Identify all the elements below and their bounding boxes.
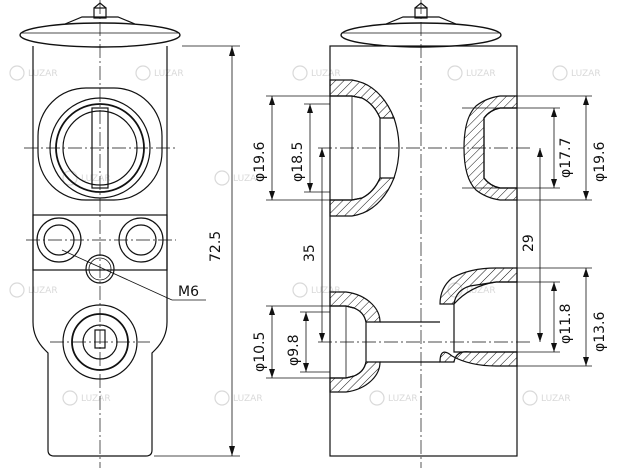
dim-spacing-right-arrow-bottom (537, 333, 543, 342)
svg-text:LUZAR: LUZAR (81, 394, 111, 404)
section-upper-left-port-wall-bottom (329, 177, 395, 217)
watermark-logo: LUZAR (9, 65, 58, 81)
dim-inlet-inner-arrow-top (307, 104, 313, 113)
svg-text:LUZAR: LUZAR (466, 286, 496, 296)
svg-text:LUZAR: LUZAR (154, 69, 184, 79)
dim-right-lower-outer-arrow-bottom (583, 357, 589, 366)
section-lower-left-port-wall-bottom (329, 361, 381, 393)
watermark-logo: LUZAR (522, 390, 571, 406)
svg-text:LUZAR: LUZAR (81, 174, 111, 184)
svg-text:LUZAR: LUZAR (571, 69, 601, 79)
dim-right-upper-inner-arrow-top (551, 108, 557, 117)
watermark-logo: LUZAR (214, 390, 263, 406)
dim-right-lower-outer-arrow-top (583, 268, 589, 277)
dim-spacing-left-arrow-top (319, 148, 325, 157)
watermark-logo: LUZAR (292, 282, 341, 298)
watermark-group: LUZAR LUZAR LUZAR LUZAR LUZAR LUZAR LUZA… (9, 65, 601, 406)
front-lower-port-pin (94, 329, 106, 349)
front-view: M6 72.5 (19, 0, 240, 468)
watermark-logo: LUZAR (292, 65, 341, 81)
section-lower-left-port-wall-top (329, 291, 381, 323)
dim-inlet-outer-arrow-bottom (269, 191, 275, 200)
section-lower-right-port-wall-top (439, 267, 518, 305)
front-m6-thread-hole (85, 254, 115, 284)
svg-text:LUZAR: LUZAR (311, 69, 341, 79)
section-upper-left-port-dome (393, 117, 400, 179)
dim-inlet-inner-arrow-bottom (307, 183, 313, 192)
front-m6-thread-inner (88, 257, 112, 281)
inlet-inner-dia-label: φ18.5 (290, 142, 306, 182)
section-upper-left-port-wall-top (329, 79, 395, 119)
svg-text:LUZAR: LUZAR (311, 286, 341, 296)
watermark-logo: LUZAR (552, 65, 601, 81)
dim-lower-left-inner-arrow-top (303, 312, 309, 321)
right-upper-inner-dia-label: φ17.7 (558, 138, 574, 178)
watermark-logo: LUZAR (214, 170, 263, 186)
svg-text:LUZAR: LUZAR (388, 394, 418, 404)
dim-right-lower-inner-arrow-bottom (551, 343, 557, 352)
section-body-outline (329, 45, 518, 457)
lower-left-outer-dia-label: φ10.5 (252, 332, 268, 372)
svg-text:LUZAR: LUZAR (233, 394, 263, 404)
svg-text:LUZAR: LUZAR (541, 394, 571, 404)
watermark-logo: LUZAR (62, 390, 111, 406)
dim-right-upper-inner-arrow-bottom (551, 179, 557, 188)
section-lower-right-port-bore (453, 281, 517, 353)
right-upper-outer-dia-label: φ19.6 (592, 142, 608, 183)
watermark-logo: LUZAR (447, 65, 496, 81)
section-view: φ19.6 φ18.5 35 φ10.5 φ9.8 φ17.7 (252, 0, 608, 468)
dim-lower-left-outer-arrow-bottom (269, 369, 275, 378)
dim-spacing-left-arrow-bottom (319, 333, 325, 342)
right-lower-inner-dia-label: φ11.8 (558, 304, 574, 344)
svg-text:LUZAR: LUZAR (28, 286, 58, 296)
section-lower-right-port-wall-bottom (439, 351, 518, 367)
height-arrow-bottom (229, 446, 235, 456)
svg-text:LUZAR: LUZAR (466, 69, 496, 79)
watermark-logo: LUZAR (369, 390, 418, 406)
lower-left-inner-dia-label: φ9.8 (286, 335, 302, 367)
inlet-outer-dia-label: φ19.6 (252, 142, 268, 183)
dim-lower-left-inner-arrow-bottom (303, 363, 309, 372)
port-spacing-left-label: 35 (302, 244, 318, 262)
height-arrow-top (229, 46, 235, 56)
dim-spacing-right-arrow-top (537, 148, 543, 157)
height-total-label: 72.5 (208, 231, 224, 262)
m6-leader-line (61, 249, 173, 301)
svg-text:LUZAR: LUZAR (233, 174, 263, 184)
port-spacing-right-label: 29 (521, 234, 537, 252)
front-body-outline (32, 46, 168, 457)
watermark-logo: LUZAR (62, 170, 111, 186)
front-middle-boss (32, 214, 168, 271)
watermark-logo: LUZAR (9, 282, 58, 298)
section-upper-right-port-bore (483, 107, 517, 189)
dim-lower-left-outer-arrow-top (269, 306, 275, 315)
dim-inlet-outer-arrow-top (269, 96, 275, 105)
svg-text:LUZAR: LUZAR (28, 69, 58, 79)
dim-right-upper-outer-arrow-bottom (583, 191, 589, 200)
dim-right-upper-outer-arrow-top (583, 96, 589, 105)
dim-right-lower-inner-arrow-top (551, 282, 557, 291)
watermark-logo: LUZAR (135, 65, 184, 81)
m6-thread-label: M6 (178, 284, 199, 300)
right-lower-outer-dia-label: φ13.6 (592, 312, 608, 353)
